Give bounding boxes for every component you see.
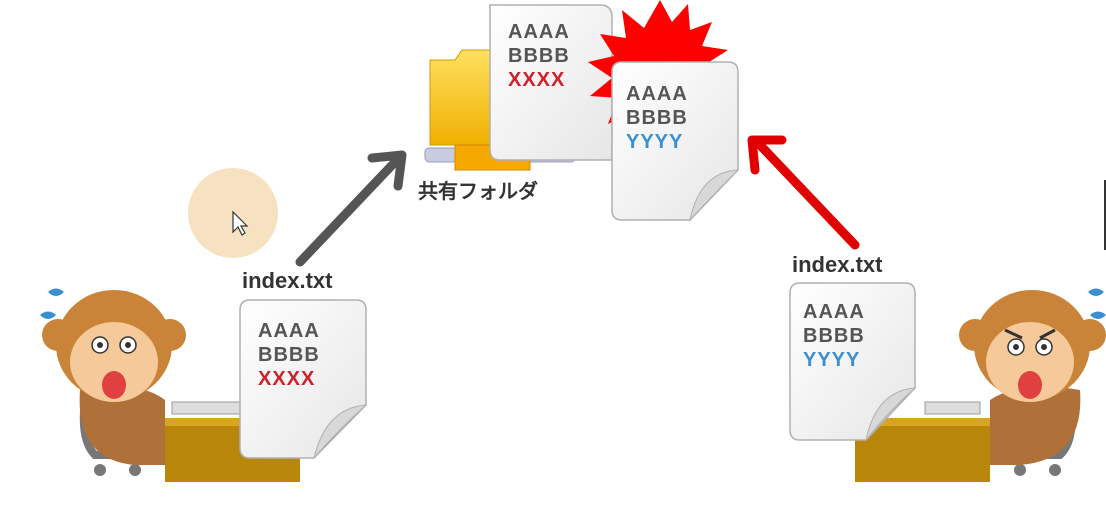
server-doc-new-line-3: YYYY <box>626 131 683 153</box>
server-doc-old-line-2: BBBB <box>508 45 570 67</box>
right-user <box>855 288 1106 482</box>
right-doc-line-2: BBBB <box>803 325 865 347</box>
right-document-icon <box>789 282 917 441</box>
server-doc-old: AAAA BBBB XXXX <box>489 4 613 161</box>
server-doc-new-line-2: BBBB <box>626 107 688 129</box>
edge-divider <box>1104 180 1106 250</box>
mouse-pointer-icon <box>232 210 249 236</box>
left-doc-line-2: BBBB <box>258 344 320 366</box>
right-doc-line-3: YYYY <box>803 349 860 371</box>
cursor-highlight <box>188 168 278 258</box>
left-filename-label: index.txt <box>242 268 333 293</box>
right-doc-line-1: AAAA <box>803 301 865 323</box>
right-filename-label: index.txt <box>792 252 883 277</box>
left-upload-arrow-icon <box>295 150 407 267</box>
left-document-icon <box>239 299 368 459</box>
server-doc-new: AAAA BBBB YYYY <box>611 61 740 222</box>
left-user-file: index.txt AAAA BBBB XXXX <box>239 268 368 459</box>
right-user-file: index.txt AAAA BBBB YYYY <box>789 252 917 441</box>
left-user <box>40 288 300 482</box>
left-doc-line-3: XXXX <box>258 368 315 390</box>
left-monkey-face <box>42 290 186 402</box>
server-doc-old-line-1: AAAA <box>508 21 570 43</box>
right-monkey-face <box>959 290 1106 402</box>
right-upload-arrow-icon <box>747 135 860 250</box>
server-doc-old-line-3: XXXX <box>508 69 565 91</box>
server-doc-new-line-1: AAAA <box>626 83 688 105</box>
left-doc-line-1: AAAA <box>258 320 320 342</box>
shared-folder-label: 共有フォルダ <box>418 179 538 203</box>
